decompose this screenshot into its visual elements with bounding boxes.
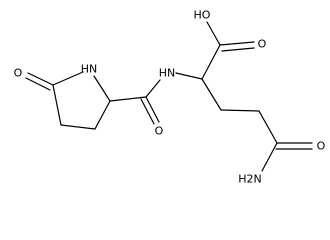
amide-oxygen-label: O: [155, 125, 164, 138]
acid-oxygen-label: O: [258, 38, 267, 51]
chemical-structure-diagram: O HN HN O HO O O H2N: [14, 9, 326, 186]
ring-nitrogen-label: HN: [81, 63, 98, 76]
bond-alpha-beta: [201, 78, 222, 111]
bond-nh-alpha-carbon: [175, 72, 203, 80]
terminal-amide-oxygen-label: O: [317, 140, 326, 153]
bond-amide-carbonyl-a: [145, 96, 160, 123]
bond-ring-carbonyl-a: [27, 72, 54, 86]
bond-ring-c3-c4: [60, 124, 96, 130]
bond-carboxyl-oxygen-b: [221, 47, 255, 52]
bond-gamma-delta: [258, 110, 278, 144]
acid-hydroxyl-label: HO: [194, 9, 211, 22]
amide-nitrogen-label: HN: [159, 67, 176, 80]
bond-carboxyl-oxygen-a: [219, 41, 255, 46]
ring-carbonyl-oxygen-label: O: [14, 67, 23, 80]
bond-ring-carbonyl-b: [25, 77, 51, 91]
bond-amide-carbonyl-b: [140, 98, 155, 125]
bond-ring-c4-c5: [52, 84, 62, 126]
bond-carbonyl-carbon-nh: [145, 79, 161, 98]
bond-carboxyl-hydroxyl: [206, 21, 221, 46]
bond-ring-c5-n1: [52, 71, 84, 86]
bond-alpha-carboxyl-carbon: [201, 44, 221, 80]
terminal-amine-label: H2N: [238, 173, 262, 186]
bond-c2-carbonyl-carbon: [109, 96, 147, 102]
bond-beta-gamma: [220, 109, 260, 112]
bond-ring-c2-c3: [94, 100, 111, 130]
bond-delta-amine: [261, 142, 278, 172]
bond-ring-n1-c2: [93, 75, 111, 102]
